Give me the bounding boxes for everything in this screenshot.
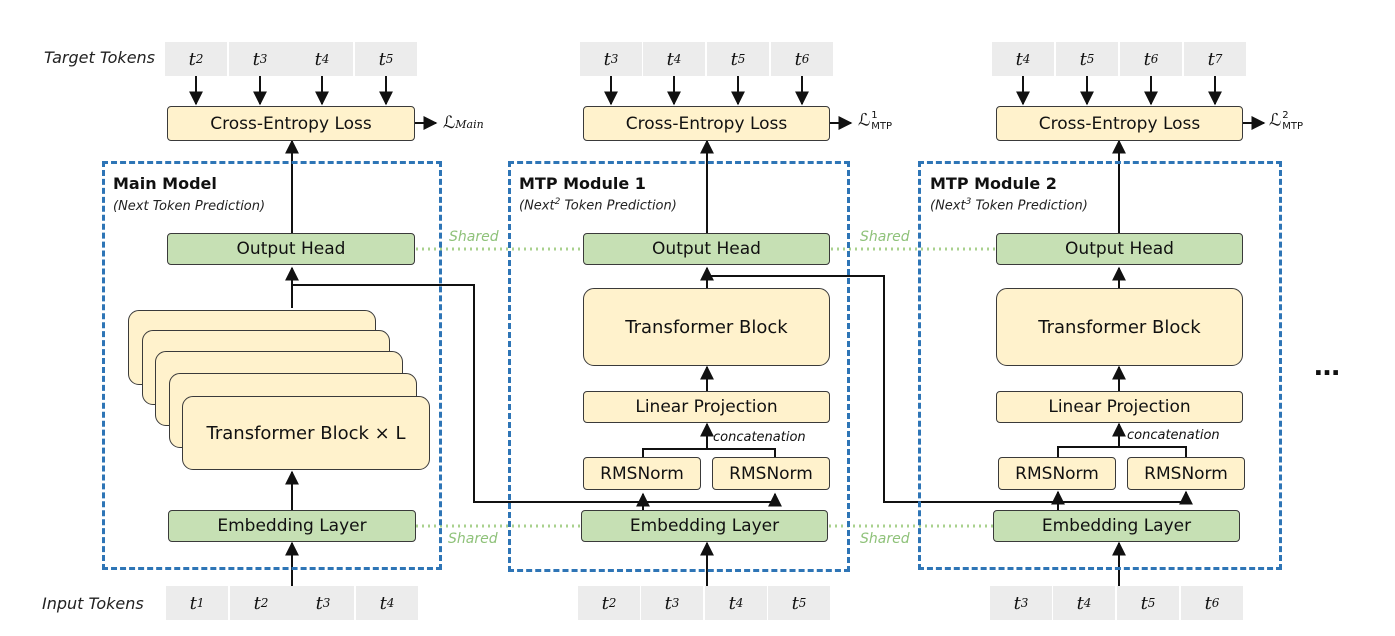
mtp2-output-head: Output Head: [996, 233, 1243, 265]
concatenation-label: concatenation: [713, 430, 806, 445]
more-modules-ellipsis: …: [1314, 352, 1342, 382]
main-model-subtitle: (Next Token Prediction): [113, 199, 266, 214]
main-model-panel: [102, 161, 442, 570]
mtp1-cross-entropy-loss: Cross-Entropy Loss: [583, 106, 830, 141]
mtp1-subtitle: (Next2 Token Prediction): [519, 197, 677, 214]
mtp2-rmsnorm-left: RMSNorm: [998, 457, 1116, 490]
main-output-head: Output Head: [167, 233, 415, 265]
main-loss-symbol: ℒMain: [443, 113, 484, 133]
mtp2-panel: [918, 161, 1282, 570]
mtp1-output-head: Output Head: [583, 233, 830, 265]
mtp1-panel: [508, 161, 850, 572]
mtp2-cross-entropy-loss: Cross-Entropy Loss: [996, 106, 1243, 141]
mtp2-rmsnorm-right: RMSNorm: [1127, 457, 1245, 490]
shared-label: Shared: [449, 229, 499, 245]
main-cross-entropy-loss: Cross-Entropy Loss: [167, 106, 415, 141]
mtp2-linear-projection: Linear Projection: [996, 391, 1243, 423]
target-tokens-label: Target Tokens: [44, 48, 156, 67]
mtp1-linear-projection: Linear Projection: [583, 391, 830, 423]
shared-label: Shared: [448, 531, 498, 547]
main-embedding-layer: Embedding Layer: [168, 510, 416, 542]
mtp1-embedding-layer: Embedding Layer: [581, 510, 828, 542]
mtp2-title: MTP Module 2: [930, 174, 1057, 193]
concatenation-label: concatenation: [1127, 428, 1220, 443]
mtp2-transformer-block: Transformer Block: [996, 288, 1243, 366]
mtp1-title: MTP Module 1: [519, 174, 646, 193]
input-tokens-label: Input Tokens: [42, 594, 144, 613]
mtp2-subtitle: (Next3 Token Prediction): [930, 197, 1088, 214]
mtp1-rmsnorm-right: RMSNorm: [712, 457, 830, 490]
main-model-title: Main Model: [113, 174, 217, 193]
mtp1-rmsnorm-left: RMSNorm: [583, 457, 701, 490]
shared-label: Shared: [860, 531, 910, 547]
shared-label: Shared: [860, 229, 910, 245]
mtp1-transformer-block: Transformer Block: [583, 288, 830, 366]
main-transformer-block: Transformer Block × L: [182, 396, 430, 470]
mtp2-embedding-layer: Embedding Layer: [993, 510, 1240, 542]
